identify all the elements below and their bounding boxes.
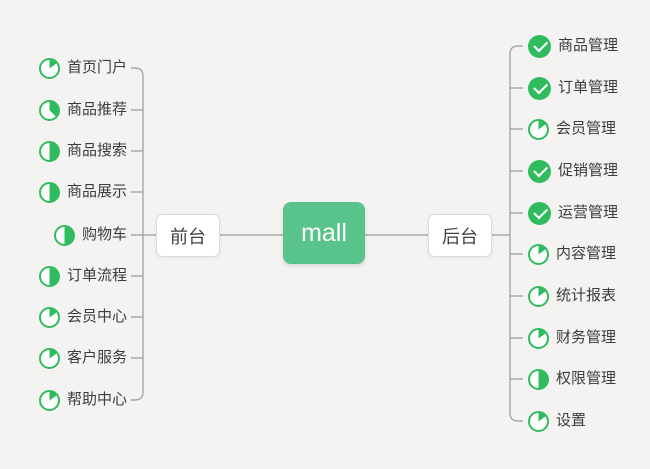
topic-label: 统计报表 <box>556 287 617 304</box>
topic-customer-service[interactable]: 客户服务 <box>38 346 127 370</box>
progress-pie-icon <box>38 306 60 328</box>
topic-order-mgmt[interactable]: 订单管理 <box>528 76 618 100</box>
root-node-mall[interactable]: mall <box>283 202 365 264</box>
branch-label: 前台 <box>170 226 206 247</box>
progress-pie-icon <box>53 224 75 246</box>
progress-pie-icon <box>528 285 549 307</box>
topic-label: 订单流程 <box>66 267 127 284</box>
topic-label: 运营管理 <box>558 204 619 221</box>
topic-permission-mgmt[interactable]: 权限管理 <box>528 367 616 391</box>
progress-pie-icon <box>528 118 549 140</box>
root-label: mall <box>301 218 347 247</box>
topic-member-center[interactable]: 会员中心 <box>38 305 127 329</box>
progress-pie-icon <box>38 347 60 369</box>
topic-operation-mgmt[interactable]: 运营管理 <box>528 201 618 225</box>
topic-product-recommend[interactable]: 商品推荐 <box>38 98 127 122</box>
topic-order-flow[interactable]: 订单流程 <box>38 264 127 288</box>
topic-label: 设置 <box>556 412 587 429</box>
topic-shopping-cart[interactable]: 购物车 <box>53 223 127 247</box>
progress-pie-icon <box>528 368 549 390</box>
check-icon <box>528 34 551 58</box>
progress-pie-icon <box>38 265 60 287</box>
left-tick-lines <box>131 109 156 401</box>
topic-label: 权限管理 <box>556 370 617 387</box>
topic-label: 商品管理 <box>558 37 619 54</box>
progress-pie-icon <box>528 327 549 349</box>
topic-label: 首页门户 <box>66 59 127 76</box>
branch-label: 后台 <box>442 226 478 247</box>
right-spine-line <box>509 45 523 422</box>
progress-pie-icon <box>38 99 60 121</box>
topic-label: 内容管理 <box>556 245 617 262</box>
topic-label: 帮助中心 <box>66 391 127 408</box>
topic-label: 会员管理 <box>556 120 617 137</box>
topic-label: 订单管理 <box>558 79 619 96</box>
progress-pie-icon <box>38 57 60 79</box>
topic-label: 商品展示 <box>66 183 127 200</box>
progress-pie-icon <box>38 389 60 411</box>
topic-settings[interactable]: 设置 <box>528 409 586 433</box>
topic-finance-mgmt[interactable]: 财务管理 <box>528 326 616 350</box>
progress-pie-icon <box>528 243 549 265</box>
right-tick-lines <box>510 87 523 380</box>
topic-product-search[interactable]: 商品搜索 <box>38 139 127 163</box>
branch-node-frontend[interactable]: 前台 <box>156 214 220 257</box>
topic-label: 财务管理 <box>556 329 617 346</box>
topic-content-mgmt[interactable]: 内容管理 <box>528 242 616 266</box>
topic-help-center[interactable]: 帮助中心 <box>38 388 127 412</box>
topic-label: 客户服务 <box>66 349 127 366</box>
left-spine-line <box>131 67 144 401</box>
progress-pie-icon <box>528 410 549 432</box>
topic-statistics-report[interactable]: 统计报表 <box>528 284 616 308</box>
topic-member-mgmt[interactable]: 会员管理 <box>528 117 616 141</box>
check-icon <box>528 201 551 225</box>
topic-label: 会员中心 <box>66 308 127 325</box>
topic-promotion-mgmt[interactable]: 促销管理 <box>528 159 618 183</box>
topic-home-portal[interactable]: 首页门户 <box>38 56 127 80</box>
topic-product-mgmt[interactable]: 商品管理 <box>528 34 618 58</box>
topic-product-display[interactable]: 商品展示 <box>38 180 127 204</box>
topic-label: 商品推荐 <box>66 101 127 118</box>
check-icon <box>528 76 551 100</box>
topic-label: 促销管理 <box>558 162 619 179</box>
progress-pie-icon <box>38 181 60 203</box>
check-icon <box>528 159 551 183</box>
branch-node-backend[interactable]: 后台 <box>428 214 492 257</box>
topic-label: 商品搜索 <box>66 142 127 159</box>
topic-label: 购物车 <box>81 226 127 243</box>
progress-pie-icon <box>38 140 60 162</box>
